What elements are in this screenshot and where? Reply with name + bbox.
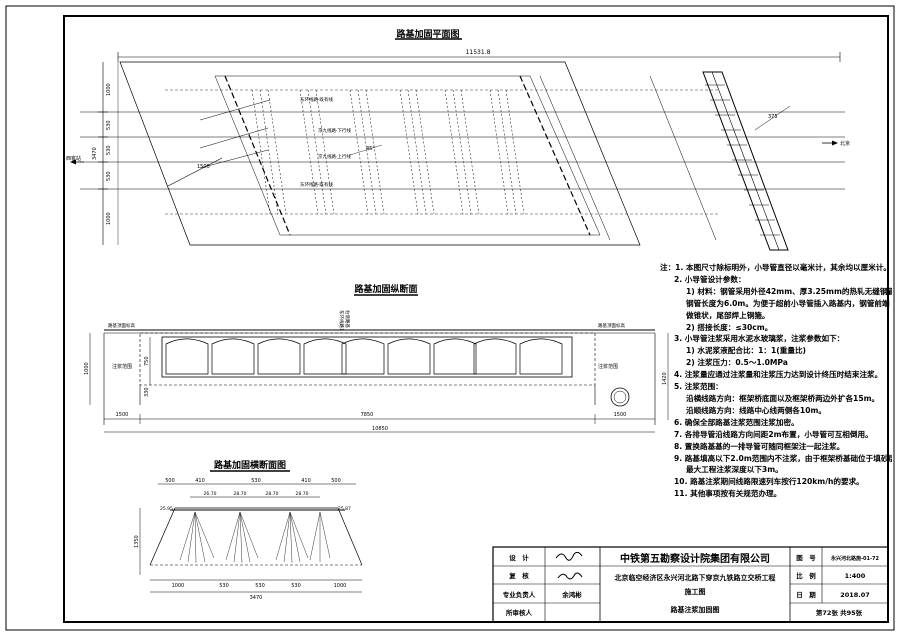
note-line: 1) 水泥浆液配合比：1：1(重量比) (686, 346, 807, 356)
section-top-dim-4: 410 (301, 478, 311, 484)
plan-left-dim-4: 530 (106, 171, 112, 181)
tb-row-label-design: 设 计 (509, 553, 529, 562)
tb-drawing-name: 路基注浆加固图 (671, 605, 720, 614)
section-mid-dim-2: 28.70 (234, 491, 247, 497)
plan-direction-right: 北京 (840, 140, 850, 147)
section-bottom-dim-3: 530 (255, 583, 265, 589)
note-line: 2. 小导管设计参数： (674, 274, 746, 284)
note-line: 做锥状，尾部焊上铜箍。 (686, 310, 770, 320)
section-side-dim-2: 25.87 (338, 506, 351, 512)
signature-design (555, 551, 583, 561)
note-line: 10. 路基注浆期间线路限速列车按行120km/h的要求。 (674, 477, 864, 487)
elevation-left-label: 注浆范围 (112, 363, 132, 370)
section-top-dim-3: 530 (251, 478, 261, 484)
tb-map-value: 永兴河北路施-01-72 (830, 555, 880, 562)
note-line: 3. 小导管注浆采用水泥水玻璃浆，注浆参数如下： (674, 334, 845, 344)
section-bottom-dim-5: 1000 (334, 583, 347, 589)
title-block: 设 计 复 核 专业负责人 所审核人 余鸿彬 中铁第五勘察设计院集团有限公司 北… (492, 546, 889, 623)
section-bottom-dim-1: 1000 (172, 583, 185, 589)
tb-stage: 施工图 (685, 587, 706, 596)
elevation-h2: 750 (144, 356, 150, 366)
note-line: 钢管长度为6.0m。为便于超前小导管插入路基内，钢管前端 (686, 298, 890, 308)
note-line: 4. 注浆量应通过注浆量和注浆压力达到设计终压时结束注浆。 (674, 370, 883, 380)
note-line: 2) 搭接长度：≤30cm。 (686, 322, 773, 332)
tb-map-label: 图 号 (796, 553, 816, 562)
note-line: 1) 材料：钢管采用外径42mm、厚3.25mm的热轧无缝钢管， (686, 286, 892, 296)
elevation-label-4: 路基顶面标高 (598, 322, 625, 329)
section-mid-dim-4: 28.70 (296, 491, 309, 497)
design-notes: 注：1. 本图尺寸除标明外，小导管直径以毫米计，其余均以厘米计。 2. 小导管设… (660, 262, 892, 500)
note-line: 2) 注浆压力：0.5～1.0MPa (686, 358, 788, 368)
plan-line-label-2: 京九线路·下行线 (318, 127, 351, 134)
section-mid-dim-1: 26.70 (204, 491, 217, 497)
plan-left-dim-5: 1000 (106, 212, 112, 225)
note-line: 11. 其他事项按有关规范办理。 (674, 489, 782, 499)
plan-line-label-4: 东环线路·既有线 (300, 181, 333, 188)
note-line: 注：1. 本图尺寸除标明外，小导管直径以毫米计，其余均以厘米计。 (660, 263, 892, 272)
tb-scale-value: 1:400 (845, 572, 866, 580)
section-mid-dim-3: 28.70 (266, 491, 279, 497)
section-total: 3470 (250, 595, 263, 601)
inner-frame (63, 15, 889, 623)
plan-left-dim-1: 1000 (106, 83, 112, 96)
section-height: 1350 (134, 535, 140, 548)
tb-row-label-review: 所审核人 (506, 608, 533, 617)
tb-company: 中铁第五勘察设计院集团有限公司 (620, 552, 770, 565)
elevation-label-3: 右侧路基 (344, 310, 351, 328)
elevation-w-total: 10850 (372, 426, 388, 432)
elevation-label-1: 路基顶面标高 (108, 322, 135, 329)
plan-left-dim-3: 530 (106, 145, 112, 155)
note-line: 7. 各排导管沿线路方向间距2m布置，小导管可互相倒用。 (674, 429, 873, 439)
note-line: 沿横线路方向：框架桥底面以及框架桥两边外扩各15m。 (686, 393, 880, 403)
note-line: 9. 路基填高以下2.0m范围内不注浆，由于框架桥基础位于填砂层， (674, 453, 892, 463)
section-bottom-dim-4: 530 (291, 583, 301, 589)
tb-project: 北京临空经济区永兴河北路下穿京九铁路立交桥工程 (615, 573, 776, 582)
section-top-dim-1: 500 (165, 478, 175, 484)
tb-sheet: 第72张 共95张 (816, 608, 863, 617)
section-bottom-dim-2: 530 (219, 583, 229, 589)
elevation-h3: 1420 (662, 372, 668, 385)
section-top-dim-2: 410 (195, 478, 205, 484)
elevation-w-right: 1500 (614, 412, 627, 418)
plan-angle: 45° (366, 146, 375, 152)
plan-left-dim-2: 530 (106, 120, 112, 130)
plan-dim-1500: 1500 (197, 164, 210, 170)
elevation-title: 路基加固纵断面 (354, 283, 417, 295)
elevation-h1: 1000 (84, 362, 90, 375)
plan-total-length: 11531.8 (466, 49, 491, 56)
section-top-dim-5: 500 (331, 478, 341, 484)
elevation-w-mid: 7850 (361, 412, 374, 418)
plan-line-label-1: 东环线路·既有线 (300, 96, 333, 103)
plan-dim-375: 375 (768, 114, 778, 120)
outer-frame (5, 5, 895, 631)
plan-title: 路基加固平面图 (396, 28, 459, 40)
section-view: 路基加固横断面图 500 410 530 410 500 26.70 28.70… (134, 459, 363, 601)
elevation-right-label: 注浆范围 (598, 363, 618, 370)
signature-check (557, 572, 583, 580)
note-line: 沿顺线路方向：线路中心线两侧各10m。 (686, 405, 826, 415)
section-side-dim-1: 25.95 (160, 506, 173, 512)
elevation-w-left: 1500 (116, 412, 129, 418)
tb-date-value: 2018.07 (840, 591, 870, 599)
note-line: 8. 置换路基基的一排导管可随同框架注一起注浆。 (674, 441, 845, 451)
plan-total-width: 3470 (92, 147, 98, 160)
tb-date-label: 日 期 (796, 590, 816, 599)
tb-row-label-lead: 专业负责人 (503, 590, 536, 599)
plan-line-label-3: 京九线路·上行线 (318, 153, 351, 160)
note-line: 最大工程注浆深度以下3m。 (686, 465, 783, 475)
plan-direction-left: 西客站 (66, 155, 81, 162)
tb-scale-label: 比 例 (796, 571, 816, 580)
plan-view: 路基加固平面图 11531.8 东 (66, 28, 850, 251)
section-title: 路基加固横断面图 (214, 459, 286, 471)
elevation-h4: 330 (144, 387, 150, 397)
tb-row-label-check: 复 核 (508, 571, 529, 580)
elevation-view: 路基加固纵断面 路基顶面标高 东环线路1 右侧路基 路基顶面标高 注浆范围 注浆… (84, 283, 669, 433)
elevation-label-2: 东环线路1 (338, 310, 345, 331)
tb-name-lead: 余鸿彬 (561, 590, 582, 599)
note-line: 6. 确保全部路基注浆范围注浆加密。 (674, 417, 799, 427)
note-line: 5. 注浆范围： (674, 382, 723, 392)
